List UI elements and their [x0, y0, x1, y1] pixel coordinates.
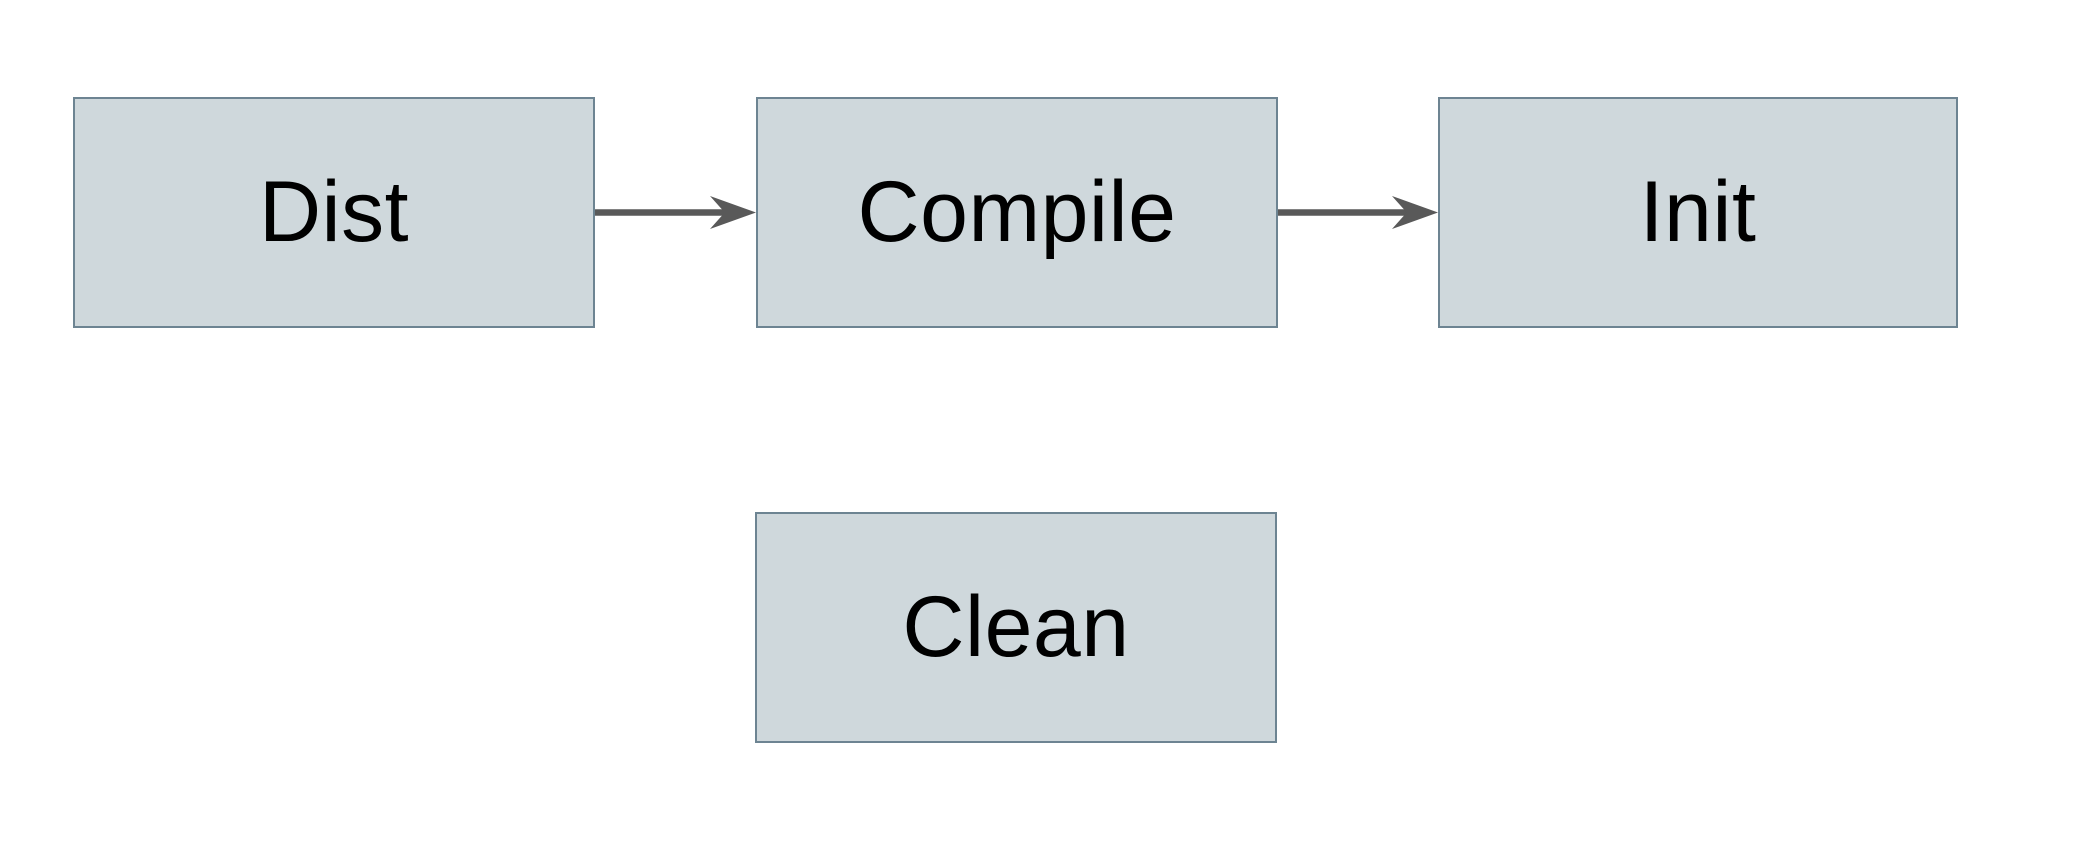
node-dist-label: Dist — [258, 164, 410, 260]
arrow-compile-to-init[interactable] — [1278, 196, 1438, 229]
node-compile[interactable]: Compile — [756, 97, 1278, 328]
node-compile-label: Compile — [857, 164, 1177, 260]
arrow-head-icon — [710, 196, 756, 229]
node-dist[interactable]: Dist — [73, 97, 595, 328]
node-clean-label: Clean — [902, 579, 1130, 675]
node-init-label: Init — [1639, 164, 1757, 260]
arrow-dist-to-compile[interactable] — [595, 196, 756, 229]
node-init[interactable]: Init — [1438, 97, 1958, 328]
node-clean[interactable]: Clean — [755, 512, 1277, 743]
arrow-head-icon — [1392, 196, 1438, 229]
